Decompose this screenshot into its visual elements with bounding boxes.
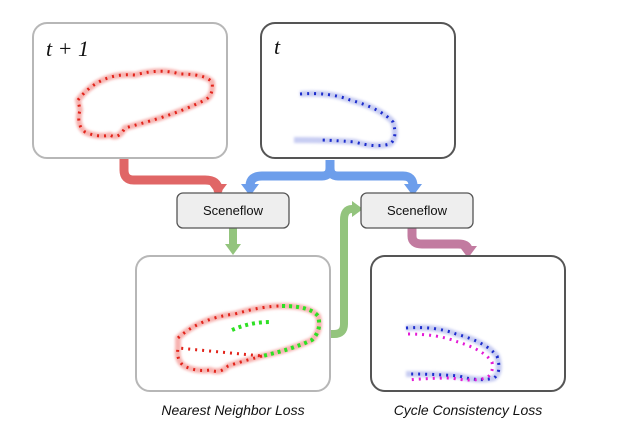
panel-t-plus-1-label: t + 1 (46, 36, 89, 61)
magenta-flow-arrow (407, 228, 477, 258)
panel-t-label: t (274, 34, 281, 59)
red-green-point-cloud (174, 302, 323, 375)
sceneflow-left-label: Sceneflow (203, 203, 264, 218)
blue-magenta-point-cloud (405, 324, 502, 383)
blue-flow-arrow (241, 160, 422, 196)
green-up-arrow (322, 201, 363, 338)
panel-nearest-neighbor (135, 255, 331, 392)
panel-t-plus-1: t + 1 (32, 22, 228, 159)
panel-t: t (260, 22, 456, 159)
panel-cycle-consistency (370, 255, 566, 392)
caption-cycle-consistency-loss: Cycle Consistency Loss (394, 402, 543, 418)
green-down-arrow (225, 228, 241, 255)
sceneflow-box-right: Sceneflow (360, 192, 474, 229)
caption-nearest-neighbor-loss: Nearest Neighbor Loss (161, 402, 304, 418)
blue-point-cloud (293, 90, 398, 149)
sceneflow-box-left: Sceneflow (176, 192, 290, 229)
sceneflow-right-label: Sceneflow (387, 203, 448, 218)
red-point-cloud (74, 68, 216, 140)
red-flow-arrow (119, 158, 227, 196)
